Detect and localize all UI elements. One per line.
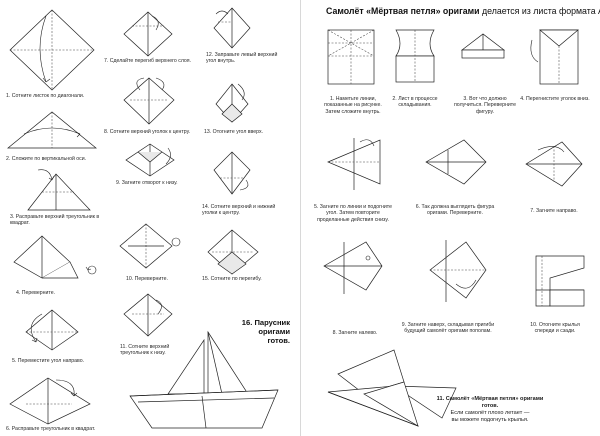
plane-step-1-caption: 1. Наметьте линии, показанные на рисунке… (324, 96, 382, 115)
sailboat-final-diagram (126, 330, 284, 432)
sailboat-final-line-3: готов. (267, 336, 290, 345)
step-12-diagram (212, 6, 252, 50)
sailboat-final-line-2: оригами (258, 327, 290, 336)
step-7-caption: 7. Сделайте перегиб верхнего слоя. (104, 58, 192, 64)
plane-step-4-diagram (526, 28, 580, 86)
plane-title: Самолёт «Мёртвая петля» оригами делается… (326, 6, 600, 16)
plane-step-2-diagram (390, 28, 440, 84)
step-6-caption: 6. Расправьте треугольник в квадрат. (6, 426, 96, 432)
plane-step-5-caption: 5. Загните по линии и подогните угол. За… (314, 204, 392, 223)
plane-final-diagram (324, 348, 464, 432)
step-8-caption: 8. Сотните верхний уголок к центру. (104, 129, 191, 135)
step-14-diagram (210, 150, 254, 196)
step-13-diagram (212, 80, 252, 126)
plane-final-line-3: вы можете подогнуть крылья. (451, 417, 529, 423)
step-3-caption: 3. Расправьте верхний треугольник в квад… (10, 214, 100, 227)
step-8-diagram (122, 76, 176, 126)
step-14-caption: 14. Сотните верхний и нижний уголки к це… (202, 204, 276, 217)
plane-step-6-diagram (424, 136, 488, 188)
step-12-caption: 12. Заправьте левый верхний угол внутрь. (206, 52, 278, 65)
step-5-caption: 5. Переместите угол направо. (12, 358, 85, 364)
plane-step-5-diagram (324, 132, 384, 194)
step-9-diagram (124, 142, 176, 178)
plane-step-9-caption: 9. Загните наверх, складывая пригиби буд… (401, 322, 495, 335)
step-15-caption: 15. Сотните по перегибу. (202, 276, 262, 282)
plane-step-3-diagram (458, 30, 508, 66)
plane-title-rest: делается из листа формата А4. (479, 6, 600, 16)
plane-final-line-2: Если самолёт плохо летает — (450, 410, 530, 416)
step-6-diagram (6, 374, 98, 426)
step-15-diagram (206, 228, 260, 276)
step-13-caption: 13. Отогните угол вверх. (204, 129, 263, 135)
plane-step-3-caption: 3. Вот что должно получиться. Перевернит… (454, 96, 516, 115)
plane-step-7-diagram (522, 136, 584, 192)
plane-step-7-caption: 7. Загните направо. (530, 208, 578, 214)
step-11-caption: 11. Сотните верхний треугольник к низу. (120, 344, 170, 357)
page-divider (300, 0, 301, 436)
step-10-caption: 10. Переверните. (126, 276, 168, 282)
step-3-diagram (20, 166, 94, 212)
plane-step-1-diagram (324, 28, 382, 86)
step-5-diagram (6, 306, 98, 354)
step-1-diagram (6, 8, 98, 92)
plane-step-2-caption: 2. Лист в процессе складывания. (392, 96, 438, 109)
step-9-caption: 9. Загните отворот к низу. (116, 180, 178, 186)
plane-final-caption: 11. Самолёт «Мёртвая петля» оригами гото… (430, 396, 550, 424)
step-2-diagram (4, 108, 100, 152)
plane-step-4-caption: 4. Перегнистите уголок вниз. (520, 96, 590, 102)
plane-final-bold: 11. Самолёт «Мёртвая петля» оригами гото… (436, 396, 544, 409)
step-2-caption: 2. Сложите по вертикальной оси. (6, 156, 87, 162)
step-4-caption: 4. Переверните. (16, 290, 56, 296)
plane-step-10-caption: 10. Отогните крылья спереди и сзади. (530, 322, 580, 335)
step-4-diagram (6, 232, 100, 282)
plane-step-10-diagram (522, 248, 588, 310)
sailboat-final-label: 16. Парусник оригами готов. (206, 318, 290, 345)
step-11-diagram (122, 292, 174, 338)
plane-title-bold: Самолёт «Мёртвая петля» оригами (326, 6, 480, 16)
plane-step-8-caption: 8. Загните налево. (332, 330, 378, 336)
plane-step-8-diagram (320, 236, 386, 298)
plane-step-9-diagram (426, 236, 490, 306)
sailboat-final-line-1: 16. Парусник (241, 318, 290, 327)
step-7-diagram (122, 10, 174, 58)
plane-step-6-caption: 6. Так должна выглядеть фигура оригами. … (415, 204, 495, 217)
step-1-caption: 1. Сотните листок по диагонали. (6, 93, 85, 99)
step-10-diagram (118, 222, 184, 270)
